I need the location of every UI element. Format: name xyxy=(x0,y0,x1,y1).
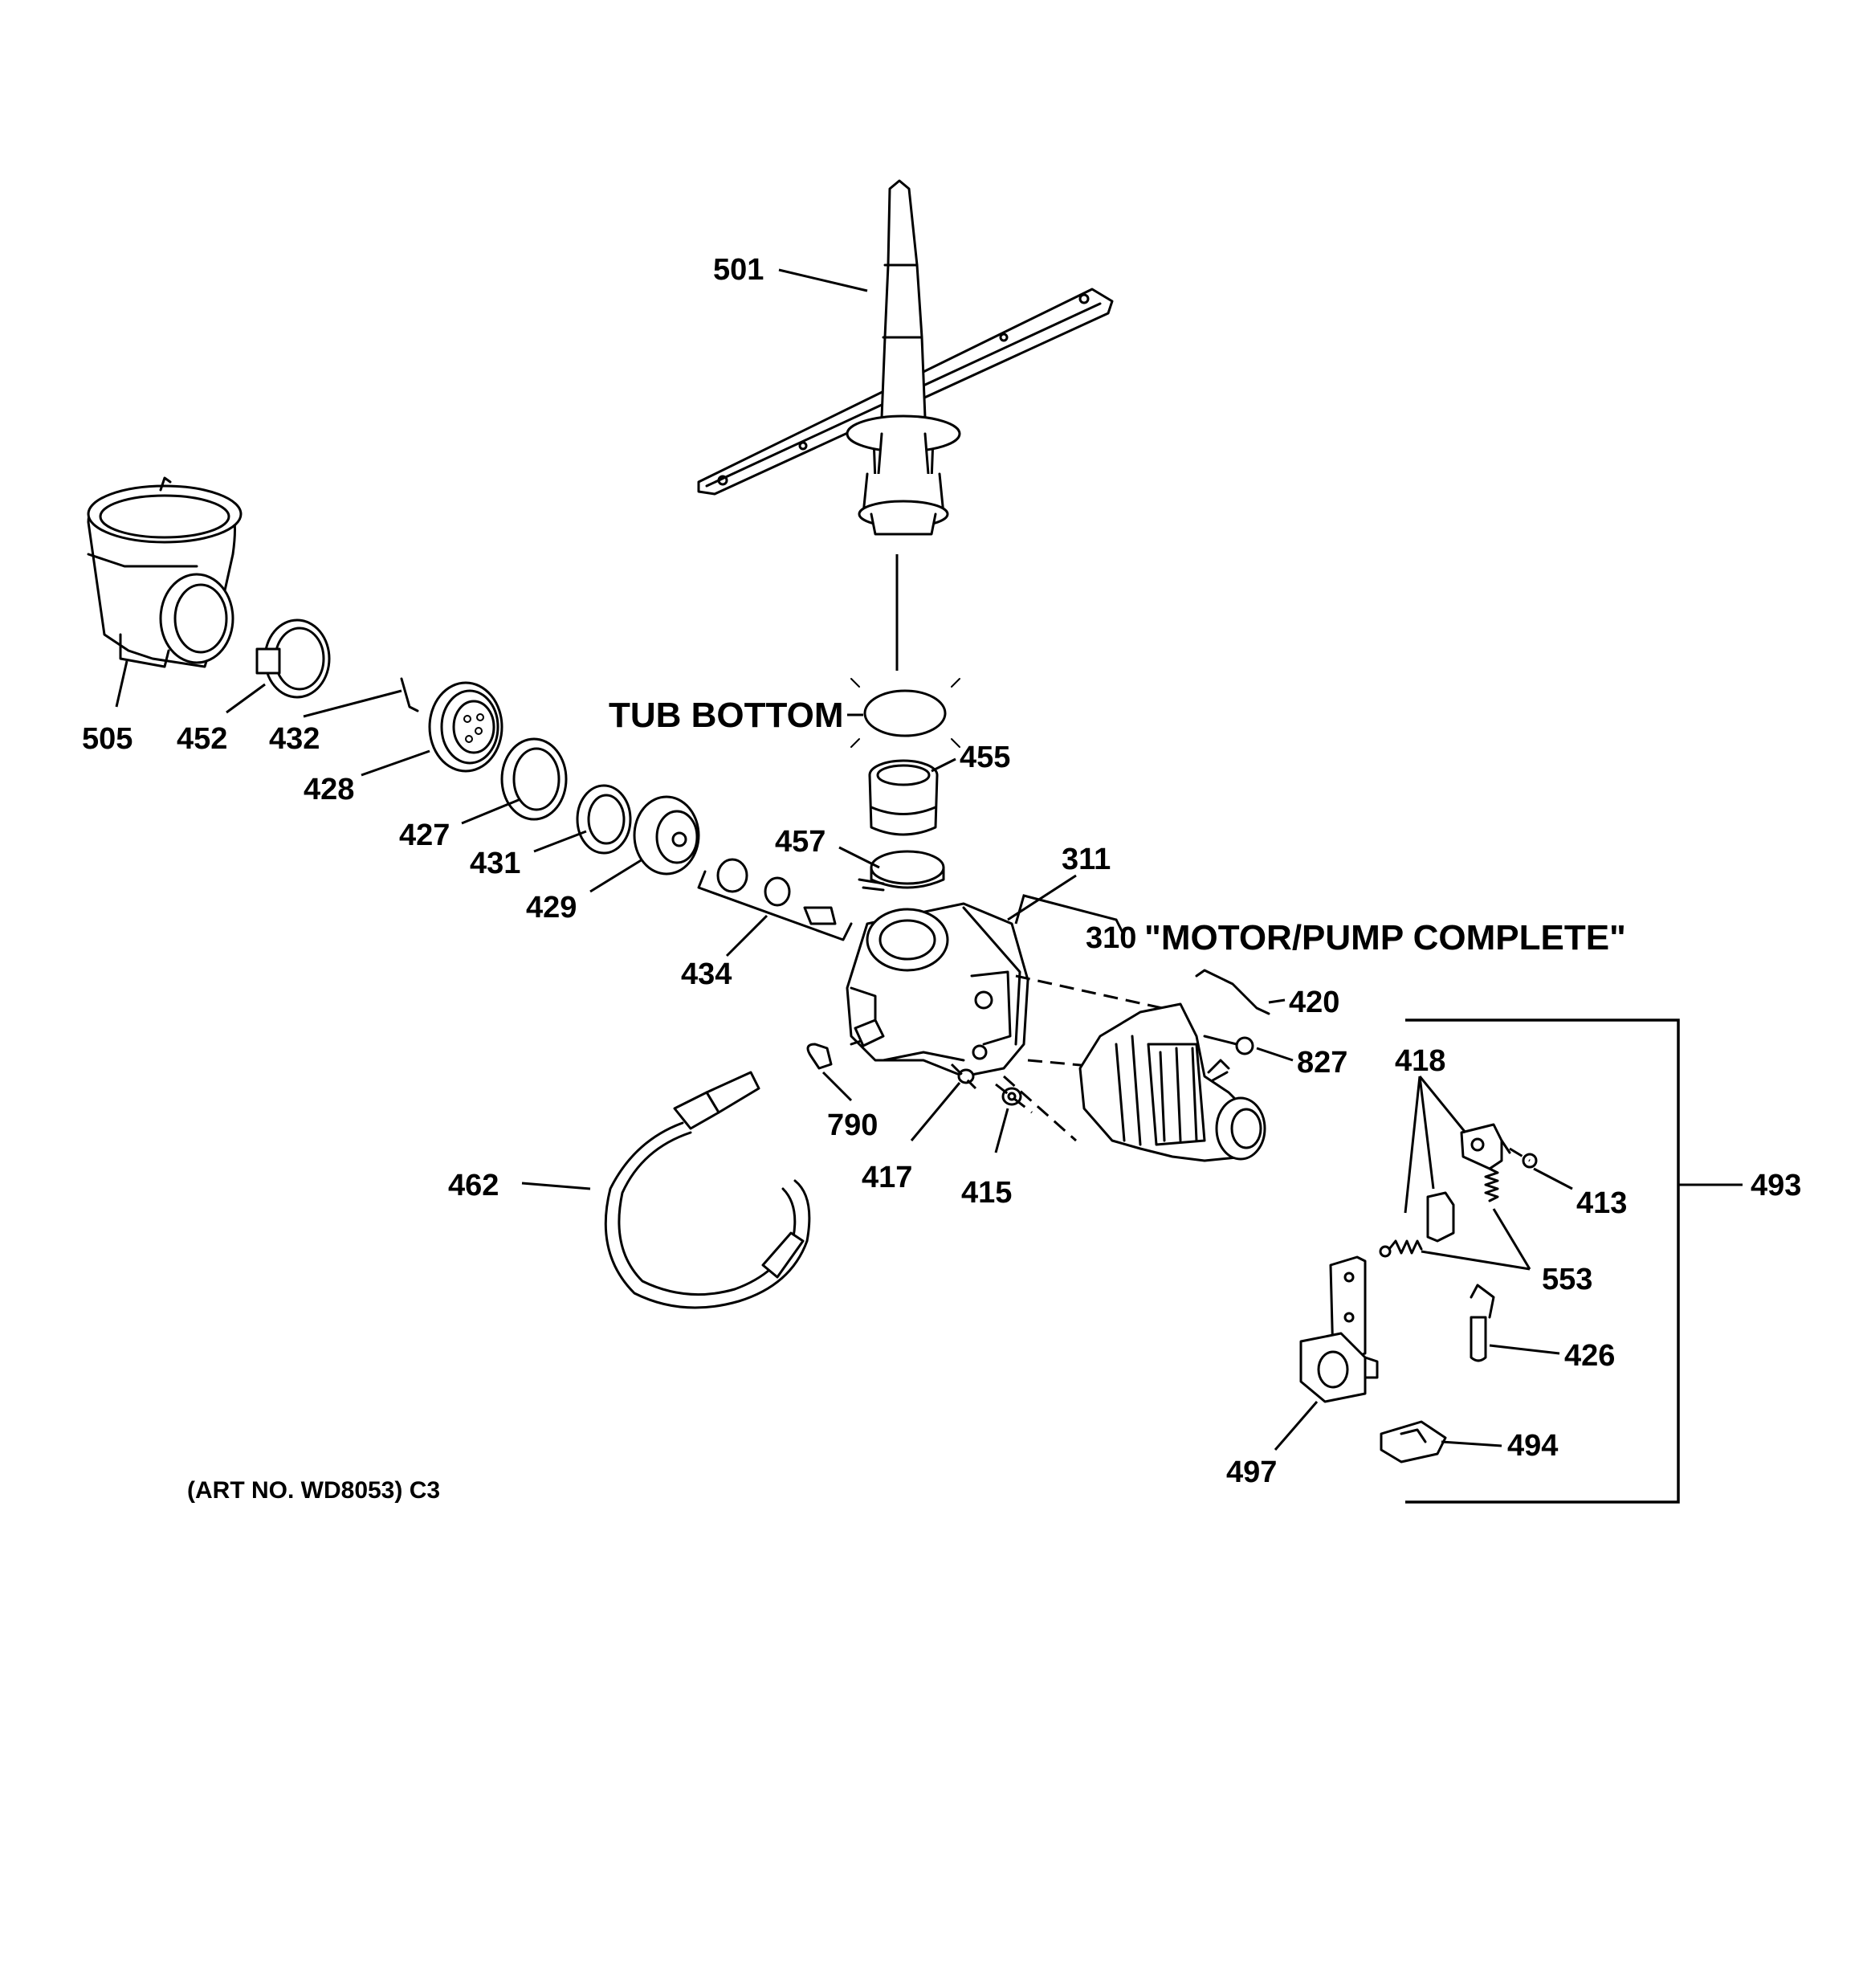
leader-505 xyxy=(115,660,128,708)
motor-pump-bracket-line xyxy=(1014,894,1126,937)
tub-bottom-gasket xyxy=(850,678,960,748)
leader-827 xyxy=(1256,1047,1294,1062)
callout-431: 431 xyxy=(470,847,520,880)
seal-kit-434[interactable] xyxy=(697,858,853,941)
tub-bottom-label: TUB BOTTOM xyxy=(609,696,844,735)
callout-427: 427 xyxy=(399,818,450,852)
alignment-line-1 xyxy=(1015,974,1181,1014)
leader-418-a xyxy=(1418,1076,1467,1133)
leader-420 xyxy=(1268,998,1286,1004)
callout-417: 417 xyxy=(862,1161,912,1194)
pump-housing-311[interactable] xyxy=(846,902,1029,1078)
cover-494[interactable] xyxy=(1380,1420,1447,1463)
callout-497: 497 xyxy=(1226,1455,1277,1489)
nut-415[interactable] xyxy=(995,1083,1033,1114)
callout-432: 432 xyxy=(269,722,320,756)
clip-413[interactable] xyxy=(1509,1147,1538,1169)
callout-505: 505 xyxy=(82,722,132,756)
leader-457 xyxy=(838,846,880,869)
alignment-line-2 xyxy=(1003,1075,1077,1142)
solenoid-497[interactable] xyxy=(1299,1255,1379,1403)
impeller-429[interactable] xyxy=(633,795,700,876)
ring-427[interactable] xyxy=(500,737,568,821)
bracket-493 xyxy=(1405,1018,1680,1504)
spring-553[interactable] xyxy=(1379,1167,1499,1258)
bracket-418[interactable] xyxy=(1426,1123,1511,1243)
callout-493: 493 xyxy=(1751,1169,1801,1202)
motor-pump-number: 310 xyxy=(1086,921,1136,955)
leader-553-b xyxy=(1421,1250,1531,1271)
callout-452: 452 xyxy=(177,722,227,756)
callout-501: 501 xyxy=(713,253,764,287)
callout-494: 494 xyxy=(1507,1429,1558,1463)
callout-455: 455 xyxy=(960,741,1010,774)
motor-310[interactable] xyxy=(1078,1002,1266,1162)
clip-790[interactable] xyxy=(806,1043,833,1070)
leader-494 xyxy=(1441,1440,1502,1447)
callout-413: 413 xyxy=(1576,1186,1627,1220)
callout-311: 311 xyxy=(1062,843,1111,876)
leader-432 xyxy=(303,689,402,718)
callout-415: 415 xyxy=(961,1176,1012,1210)
plunger-426[interactable] xyxy=(1470,1284,1495,1362)
callout-827: 827 xyxy=(1297,1046,1347,1080)
callout-418: 418 xyxy=(1395,1044,1445,1078)
leader-415 xyxy=(994,1108,1009,1153)
bellows-455[interactable] xyxy=(868,759,939,836)
clamp-457[interactable] xyxy=(858,850,945,892)
leader-426 xyxy=(1489,1344,1560,1355)
washer-417[interactable] xyxy=(950,1063,977,1090)
leader-462 xyxy=(521,1182,591,1190)
motor-pump-title: "MOTOR/PUMP COMPLETE" xyxy=(1144,918,1626,957)
art-number: (ART NO. WD8053) C3 xyxy=(187,1477,440,1504)
leader-417 xyxy=(910,1082,961,1141)
callout-428: 428 xyxy=(304,773,354,806)
leader-434 xyxy=(725,914,768,957)
callout-420: 420 xyxy=(1289,986,1339,1019)
callout-790: 790 xyxy=(827,1108,878,1142)
leader-413 xyxy=(1533,1167,1573,1190)
callout-434: 434 xyxy=(681,957,732,991)
screw-827[interactable] xyxy=(1203,1035,1254,1055)
drain-hose-462[interactable] xyxy=(604,1071,811,1309)
filter-428[interactable] xyxy=(400,677,503,773)
leader-497 xyxy=(1274,1401,1319,1451)
leader-428 xyxy=(361,749,430,777)
leader-452 xyxy=(226,683,266,714)
callout-553: 553 xyxy=(1542,1263,1592,1296)
callout-457: 457 xyxy=(775,825,826,859)
callout-462: 462 xyxy=(448,1169,499,1202)
leader-553-a xyxy=(1492,1208,1531,1270)
leader-429 xyxy=(589,858,643,893)
sump-housing-505[interactable] xyxy=(87,476,243,668)
leader-418-c xyxy=(1404,1076,1421,1214)
leader-455 xyxy=(931,757,956,773)
spray-arm-501[interactable] xyxy=(697,179,1114,536)
leader-501 xyxy=(778,268,868,292)
wire-420[interactable] xyxy=(1195,969,1270,1015)
leader-427 xyxy=(461,798,521,825)
callout-426: 426 xyxy=(1564,1339,1615,1373)
leader-431 xyxy=(533,830,587,853)
clamp-452[interactable] xyxy=(255,618,331,699)
callout-429: 429 xyxy=(526,891,577,925)
leader-790 xyxy=(821,1071,853,1102)
leader-418-b xyxy=(1418,1076,1435,1190)
ring-431[interactable] xyxy=(576,784,632,855)
